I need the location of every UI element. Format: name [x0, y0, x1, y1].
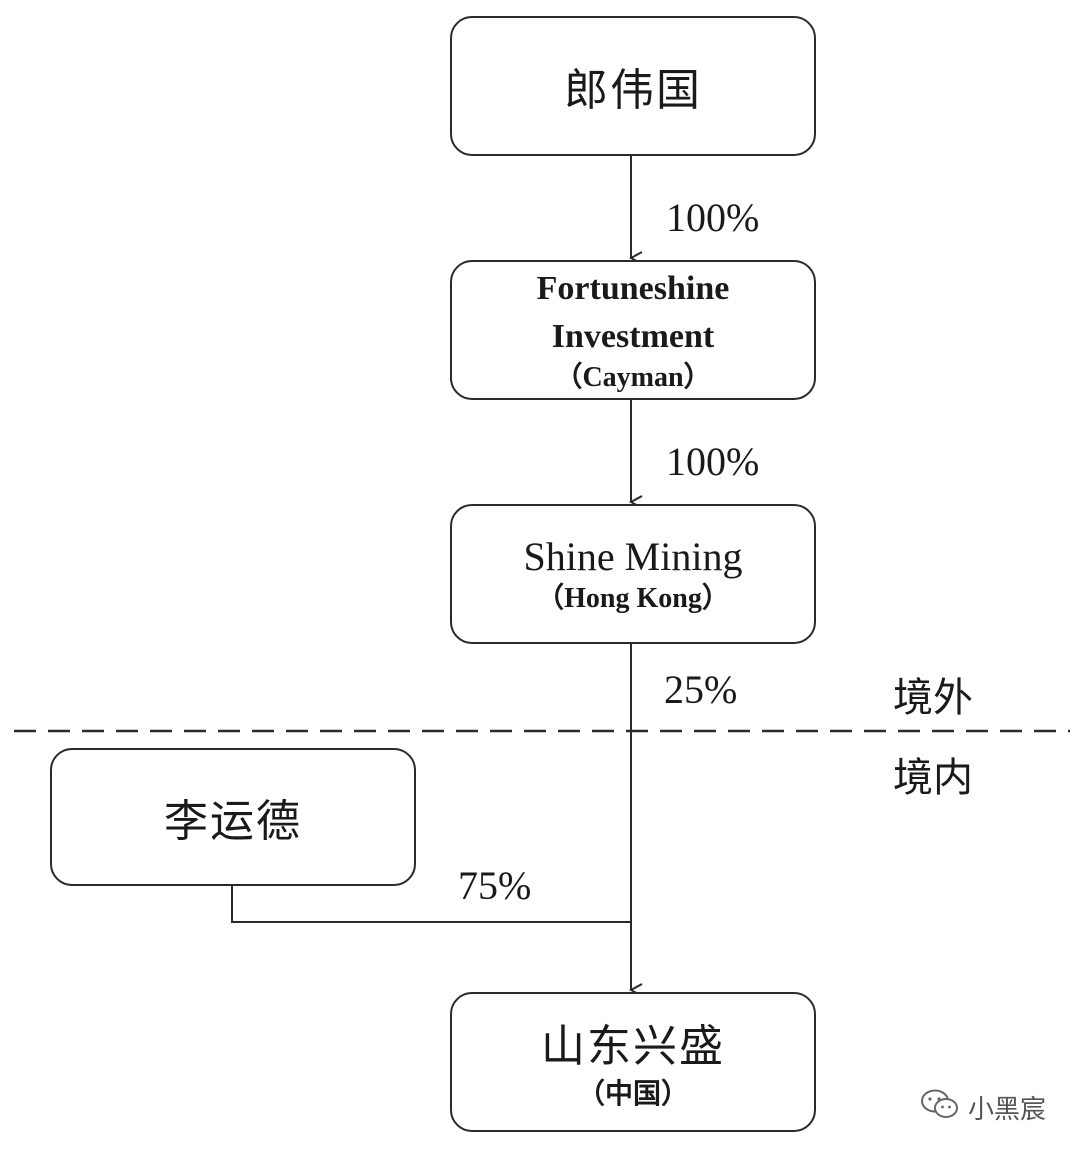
watermark-text: 小黑宸 [968, 1095, 1047, 1125]
edge-label-li-to-shandong: 75% [458, 863, 532, 908]
node-label: 郎伟国 [564, 65, 702, 116]
node-shine-mining: Shine Mining （Hong Kong） [450, 504, 816, 644]
edge-label-lang-to-fortuneshine: 100% [666, 195, 760, 240]
node-label-line2: （中国） [576, 1077, 689, 1110]
wechat-icon [920, 1088, 960, 1127]
region-label-onshore: 境内 [893, 755, 973, 801]
node-lang-weiguo: 郎伟国 [450, 16, 816, 156]
edge-li-to-shandong [231, 886, 631, 923]
node-li-yunde: 李运德 [50, 748, 416, 886]
node-label: 李运德 [164, 796, 302, 847]
node-label-line2: （Hong Kong） [536, 583, 730, 614]
region-label-offshore: 境外 [893, 675, 973, 721]
node-label-line1: Shine Mining [523, 534, 743, 579]
node-label-line2: Investment [551, 318, 715, 355]
node-label-line1: 山东兴盛 [541, 1021, 725, 1072]
edge-label-shine-to-shandong: 25% [664, 667, 738, 712]
node-shandong-xingsheng: 山东兴盛 （中国） [450, 992, 816, 1132]
node-fortuneshine: Fortuneshine Investment （Cayman） [450, 260, 816, 400]
node-label-line3: （Cayman） [554, 362, 712, 393]
edge-label-fortuneshine-to-shine: 100% [666, 439, 760, 484]
node-label-line1: Fortuneshine [536, 270, 730, 307]
watermark: 小黑宸 [920, 1088, 1046, 1127]
